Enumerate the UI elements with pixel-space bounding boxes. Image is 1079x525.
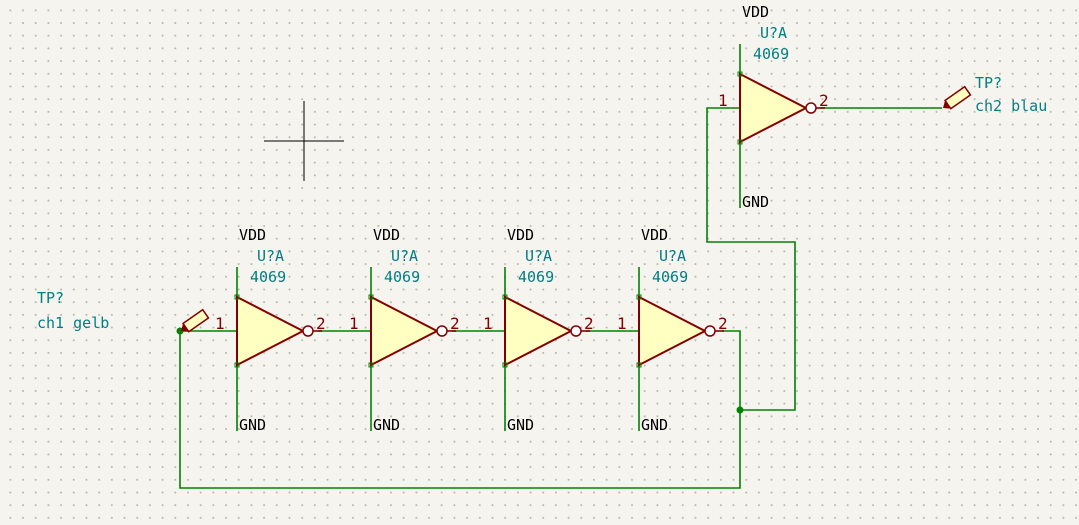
pin-marker [234,294,240,300]
reference-label: U?A [257,247,284,265]
inverter-bubble [436,325,448,337]
reference-label: U?A [760,24,787,42]
output-pin-number: 2 [718,314,728,333]
test-point-reference: TP? [975,74,1002,92]
output-pin-number: 2 [819,91,829,110]
vdd-label: VDD [641,226,668,244]
test-point-ch1[interactable]: TP? ch1 gelb [37,289,210,335]
junction-dot [736,406,744,414]
inverter-bubble [302,325,314,337]
output-pin-number: 2 [316,314,326,333]
value-label: 4069 [384,268,420,286]
gnd-label: GND [641,416,668,434]
inverter-bubble [704,325,716,337]
inverter-body [236,295,306,367]
test-point-reference: TP? [37,289,64,307]
pin-marker [502,294,508,300]
value-label: 4069 [652,268,688,286]
inverter-bubble [805,102,817,114]
pin-marker [234,362,240,368]
pin-marker [737,139,743,145]
inverter-body [504,295,574,367]
gnd-label: GND [742,193,769,211]
pin-marker [368,362,374,368]
output-pin-number: 2 [584,314,594,333]
value-label: 4069 [250,268,286,286]
pin-marker [737,71,743,77]
test-point-ch2[interactable]: TP? ch2 blau [940,74,1047,115]
crosshair-cursor-icon [264,101,344,181]
gnd-label: GND [507,416,534,434]
gnd-label: GND [373,416,400,434]
test-point-label: ch1 gelb [37,314,109,332]
input-pin-number: 1 [617,314,627,333]
reference-label: U?A [525,247,552,265]
vdd-label: VDD [239,226,266,244]
wire-to-monitor-inverter[interactable] [706,107,796,411]
test-probe-icon [943,85,972,110]
test-probe-icon [181,308,210,333]
reference-label: U?A [391,247,418,265]
vdd-label: VDD [507,226,534,244]
inverter-bubble [570,325,582,337]
pin-marker [636,294,642,300]
inverter-body [739,72,809,144]
pin-marker [636,362,642,368]
inverter-body [638,295,708,367]
input-pin-number: 1 [483,314,493,333]
feedback-wire-bottom[interactable] [179,330,741,489]
test-point-label: ch2 blau [975,97,1047,115]
input-pin-number: 1 [718,91,728,110]
vdd-label: VDD [373,226,400,244]
input-pin-number: 1 [349,314,359,333]
vdd-label: VDD [742,3,769,21]
inverter-body [370,295,440,367]
value-label: 4069 [753,45,789,63]
pin-marker [502,362,508,368]
output-pin-number: 2 [450,314,460,333]
pin-marker [368,294,374,300]
value-label: 4069 [518,268,554,286]
gnd-label: GND [239,416,266,434]
wires [179,107,942,489]
input-pin-number: 1 [215,314,225,333]
reference-label: U?A [659,247,686,265]
